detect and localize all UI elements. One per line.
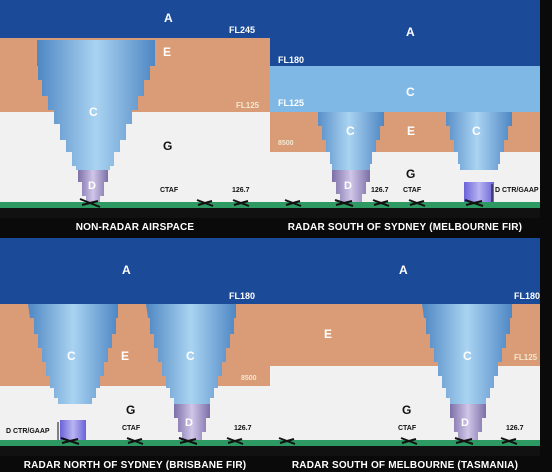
class-c-label-right: C bbox=[186, 349, 195, 363]
ctaf-label: CTAF bbox=[122, 425, 141, 432]
class-c-funnel bbox=[422, 304, 512, 404]
class-c-label: C bbox=[89, 105, 98, 119]
runway-mark bbox=[284, 199, 302, 207]
alt-8500-label: 8500 bbox=[241, 375, 257, 382]
class-c-funnel bbox=[146, 304, 236, 404]
class-d-label: D bbox=[88, 180, 96, 192]
class-g-label: G bbox=[126, 403, 136, 417]
class-a-zone bbox=[0, 238, 270, 304]
runway-mark bbox=[278, 437, 296, 445]
fl125-label: FL125 bbox=[278, 98, 305, 108]
ctaf-label: CTAF bbox=[398, 425, 417, 432]
runway-mark bbox=[334, 199, 354, 207]
ground-strip bbox=[270, 202, 540, 208]
ground-shadow bbox=[270, 446, 540, 456]
panel-caption: RADAR NORTH OF SYDNEY (BRISBANE FIR) bbox=[23, 460, 247, 471]
runway-mark bbox=[60, 437, 80, 445]
class-e-label: E bbox=[121, 349, 130, 363]
class-c-funnel bbox=[28, 304, 118, 404]
fl125-label: FL125 bbox=[236, 101, 260, 110]
class-a-label: A bbox=[122, 263, 131, 277]
class-g-zone bbox=[0, 112, 270, 202]
runway-mark bbox=[226, 437, 244, 445]
class-d-stem bbox=[450, 404, 486, 440]
ground-shadow bbox=[270, 208, 540, 218]
class-d-stem bbox=[174, 404, 210, 440]
class-a-zone bbox=[0, 0, 270, 38]
dctr-gaap-label: D CTR/GAAP bbox=[495, 187, 539, 194]
runway-mark bbox=[464, 199, 484, 207]
panel-non-radar-diagram bbox=[0, 0, 270, 218]
class-g-zone bbox=[270, 366, 540, 440]
class-g-label: G bbox=[402, 403, 412, 417]
class-d-stem bbox=[78, 170, 108, 202]
class-e-label: E bbox=[163, 45, 172, 59]
runway-mark bbox=[79, 198, 101, 208]
class-a-zone bbox=[270, 0, 540, 66]
class-c-band bbox=[270, 66, 540, 112]
panel-radar-north-sydney-diagram bbox=[0, 238, 270, 456]
class-a-label: A bbox=[406, 25, 415, 39]
class-c-funnel bbox=[314, 112, 384, 170]
panel-radar-south-melbourne: A FL180 E C FL125 G CTAF D 126.7 RADAR S… bbox=[270, 238, 540, 472]
frequency-label: 126.7 bbox=[232, 187, 250, 194]
class-g-label: G bbox=[406, 167, 416, 181]
fl125-label: FL125 bbox=[514, 353, 538, 362]
class-c-label-right: C bbox=[472, 124, 481, 138]
class-a-zone bbox=[270, 238, 540, 304]
panel-radar-south-sydney-diagram bbox=[270, 0, 540, 218]
runway-mark bbox=[408, 199, 426, 207]
ground-shadow bbox=[0, 446, 270, 456]
frequency-label: 126.7 bbox=[506, 425, 524, 432]
fl180-label: FL180 bbox=[229, 291, 256, 301]
runway-mark bbox=[500, 437, 518, 445]
ground-shadow bbox=[0, 208, 270, 218]
class-d-label: D bbox=[344, 180, 352, 192]
class-e-label: E bbox=[324, 327, 333, 341]
runway-mark bbox=[372, 199, 390, 207]
class-c-label-left: C bbox=[346, 124, 355, 138]
ctaf-label: CTAF bbox=[160, 187, 179, 194]
panel-caption: RADAR SOUTH OF MELBOURNE (TASMANIA) bbox=[291, 460, 519, 471]
class-d-stem bbox=[332, 170, 370, 202]
runway-mark bbox=[232, 199, 250, 207]
class-d-label: D bbox=[461, 417, 469, 429]
fl245-label: FL245 bbox=[229, 25, 256, 35]
dctr-gaap-label: D CTR/GAAP bbox=[6, 428, 50, 435]
class-d-label: D bbox=[185, 417, 193, 429]
alt-8500-label: 8500 bbox=[278, 140, 294, 147]
class-c-funnel bbox=[442, 112, 512, 170]
frequency-label: 126.7 bbox=[234, 425, 252, 432]
class-c-label-left: C bbox=[67, 349, 76, 363]
class-g-zone bbox=[0, 386, 270, 440]
fl180-label: FL180 bbox=[278, 55, 305, 65]
class-a-label: A bbox=[164, 11, 173, 25]
panel-caption: NON-RADAR AIRSPACE bbox=[75, 222, 195, 233]
gaap-stem bbox=[60, 420, 86, 440]
runway-mark bbox=[178, 437, 198, 445]
panel-radar-north-sydney: A FL180 C E C 8500 G D CTR/GAAP CTAF D 1… bbox=[0, 238, 270, 472]
panel-radar-south-melbourne-diagram bbox=[270, 238, 540, 456]
frequency-label: 126.7 bbox=[371, 187, 389, 194]
panel-radar-south-sydney: A FL180 C FL125 C E C 8500 G D 126.7 CTA… bbox=[270, 0, 540, 234]
class-e-label: E bbox=[407, 124, 416, 138]
ctaf-label: CTAF bbox=[403, 187, 422, 194]
runway-mark bbox=[126, 437, 144, 445]
runway-mark bbox=[196, 199, 214, 207]
panel-non-radar: A FL245 E C FL125 G D CTAF 126.7 NON-RAD… bbox=[0, 0, 270, 234]
runway-mark bbox=[400, 437, 418, 445]
panel-caption: RADAR SOUTH OF SYDNEY (MELBOURNE FIR) bbox=[287, 222, 523, 233]
runway-mark bbox=[454, 437, 474, 445]
class-c-band-label: C bbox=[406, 85, 415, 99]
ground-strip bbox=[0, 202, 270, 208]
class-c-funnel bbox=[37, 40, 155, 170]
class-c-label: C bbox=[463, 349, 472, 363]
class-a-label: A bbox=[399, 263, 408, 277]
class-g-label: G bbox=[163, 139, 173, 153]
fl180-label: FL180 bbox=[514, 291, 540, 301]
ground-strip bbox=[0, 440, 270, 446]
gaap-stem bbox=[464, 182, 494, 202]
